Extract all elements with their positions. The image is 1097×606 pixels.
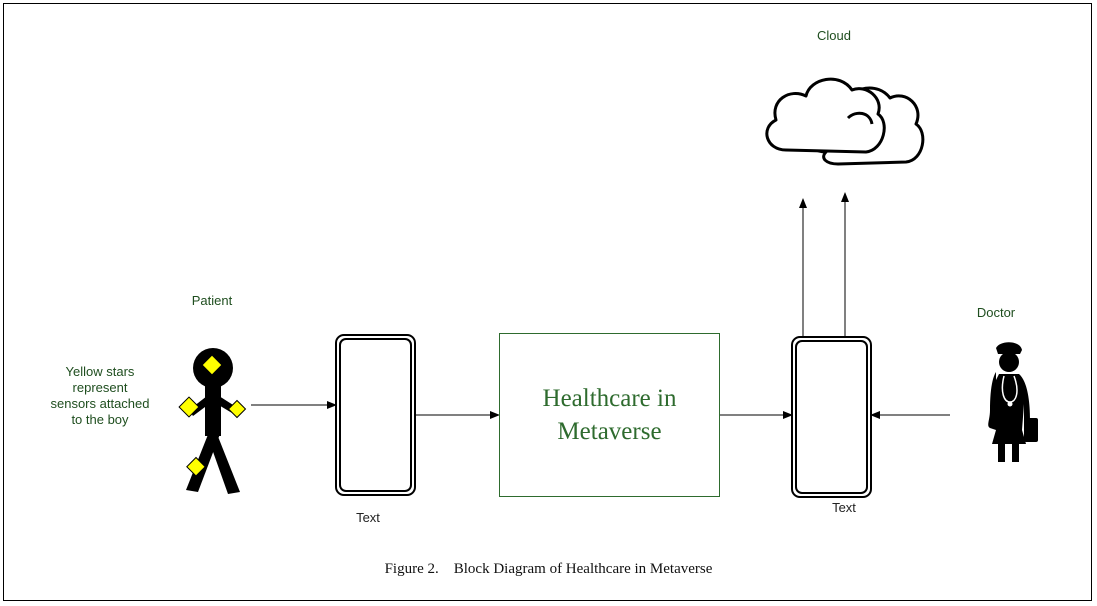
sensor-note: Yellow stars represent sensors attached … (50, 364, 150, 427)
sensor-marker (178, 396, 200, 418)
doctor-label: Doctor (976, 305, 1016, 320)
smartphone-icon (335, 334, 416, 496)
patient-label: Patient (191, 293, 233, 308)
sensor-marker (201, 354, 223, 376)
sensor-marker (186, 456, 206, 477)
phone-left-label: Text (356, 510, 380, 525)
healthcare-metaverse-box: Healthcare in Metaverse (499, 333, 720, 497)
cloud-icon (765, 77, 925, 166)
figure-caption: Figure 2. Block Diagram of Healthcare in… (384, 561, 713, 577)
stick-figure-icon (178, 348, 247, 494)
smartphone-icon (791, 336, 872, 498)
cloud-label: Cloud (817, 28, 851, 43)
diagram-frame (3, 3, 1092, 601)
doctor-icon (988, 342, 1038, 462)
sensor-marker (227, 399, 247, 419)
phone-right-label: Text (832, 500, 856, 515)
